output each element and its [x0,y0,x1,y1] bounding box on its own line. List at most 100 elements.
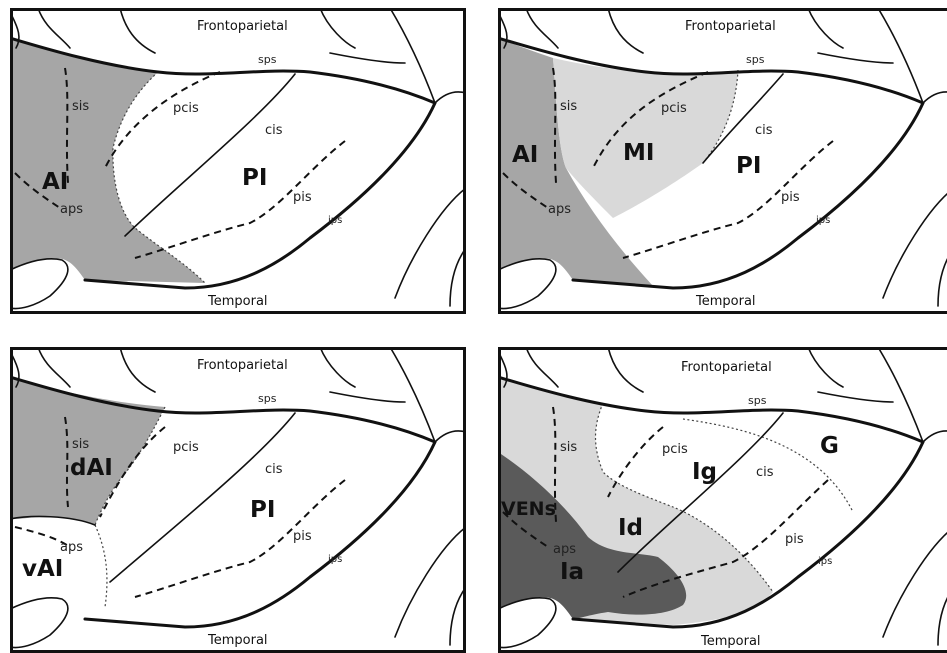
temporal-pole [498,597,557,649]
temporal-label: Temporal [695,294,756,309]
sulcus-label-sis: sis [72,437,89,452]
sulcus-pcis [592,71,709,169]
gyrus-line [434,430,466,443]
sulcus-label-pis: pis [785,532,804,547]
insula-outline [498,375,925,629]
sulcus-label-pcis: pcis [662,442,688,457]
sulcus-aps [502,172,549,209]
sulcus-aps [14,526,71,548]
central-sulcus-line [109,412,296,583]
sulcus-aps [502,511,549,548]
sulcus-label-cis: cis [755,123,773,138]
sulcus-label-ips: ips [328,215,342,226]
sulcus-label-cis: cis [265,462,283,477]
central-sulcus-line [617,412,784,573]
central-sulcus-line [702,73,784,164]
sulcus-label-ips: ips [816,215,830,226]
region-label-ia: Ia [560,559,584,585]
temporal-pole [10,258,69,310]
insula-map-ai-pi: Frontoparietal Temporal sps sis pcis cis… [10,8,466,314]
region-label-ig: Ig [692,459,717,485]
sulcus-label-pcis: pcis [173,440,199,455]
sulcus-label-pcis: pcis [661,101,687,116]
sulcus-pis [622,140,834,259]
gyrus-line [607,8,644,54]
insula-outline [498,36,925,290]
panel-bottom-left: Frontoparietal Temporal sps sis pcis cis… [10,347,466,653]
gyrus-line [11,354,20,388]
panel-top-left: Frontoparietal Temporal sps sis pcis cis… [10,8,466,314]
gyrus-line [389,347,436,443]
insula-outline [10,375,437,629]
gyrus-line [807,8,844,49]
panel-top-right: Frontoparietal Temporal sps sis pcis cis… [498,8,947,314]
frontoparietal-label: Frontoparietal [681,360,772,375]
gyrus-line [389,8,436,104]
gyrus-line [394,526,466,638]
gyrus-line [37,347,71,388]
central-sulcus-line [124,73,296,237]
gyrus-line [817,52,894,64]
panel-frame [498,347,947,653]
gyrus-line [922,91,947,104]
sulcus-label-sps: sps [258,53,277,66]
gyrus-line [499,15,508,49]
gyrus-line [937,597,947,646]
panel-frame [498,8,947,314]
frontoparietal-label: Frontoparietal [685,19,776,34]
gyrus-line [434,91,466,104]
sulcus-label-pis: pis [781,190,800,205]
region-g-border [682,418,854,513]
gyrus-line [525,347,559,388]
gyrus-line [817,391,894,403]
sulcus-pcis [104,71,221,169]
sulcus-label-pcis: pcis [173,101,199,116]
gyrus-line [119,347,156,393]
region-vai-border [94,524,108,608]
sulcus-label-pis: pis [293,529,312,544]
gyrus-line [499,354,508,388]
sulcus-label-aps: aps [553,542,576,557]
gyrus-line [877,8,924,104]
region-label-mi: MI [623,140,654,166]
sulcus-label-cis: cis [265,123,283,138]
sulcus-label-ips: ips [818,556,832,567]
temporal-pole [10,597,69,649]
insula-map-dai-vai-pi: Frontoparietal Temporal sps sis pcis cis… [10,347,466,653]
sulcus-label-aps: aps [60,540,83,555]
sulcus-label-aps: aps [60,202,83,217]
temporal-label: Temporal [700,634,761,649]
sulcus-aps [14,172,61,209]
gyrus-line [329,52,406,64]
sulcus-sis [552,406,557,523]
region-label-ai: AI [512,142,538,168]
vai-top-line [10,515,96,526]
region-label-ai: AI [42,169,68,195]
sulcus-label-aps: aps [548,202,571,217]
gyrus-line [922,430,947,443]
temporal-label: Temporal [207,294,268,309]
region-label-pi: PI [736,153,761,179]
gyrus-line [882,192,947,299]
gyrus-line [937,258,947,307]
frontoparietal-label: Frontoparietal [197,19,288,34]
sulcus-label-sps: sps [258,392,277,405]
gyrus-line [319,8,356,49]
region-dai-fill [10,377,165,525]
region-label-g: G [820,433,839,459]
insula-map-ai-mi-pi: Frontoparietal Temporal sps sis pcis cis… [498,8,947,314]
sulcus-sis [64,67,69,184]
panel-frame [10,347,466,653]
region-label-pi: PI [250,497,275,523]
sulcus-pis [134,479,346,598]
temporal-pole [498,258,557,310]
region-id-border [594,402,774,593]
region-label-vens: VENs [501,498,556,520]
gyrus-line [319,347,356,388]
gyrus-line [807,347,844,388]
sulcus-sis [552,67,557,184]
region-label-id: Id [618,515,643,541]
sulcus-label-sis: sis [560,440,577,455]
gyrus-line [11,15,20,49]
region-label-pi: PI [242,165,267,191]
